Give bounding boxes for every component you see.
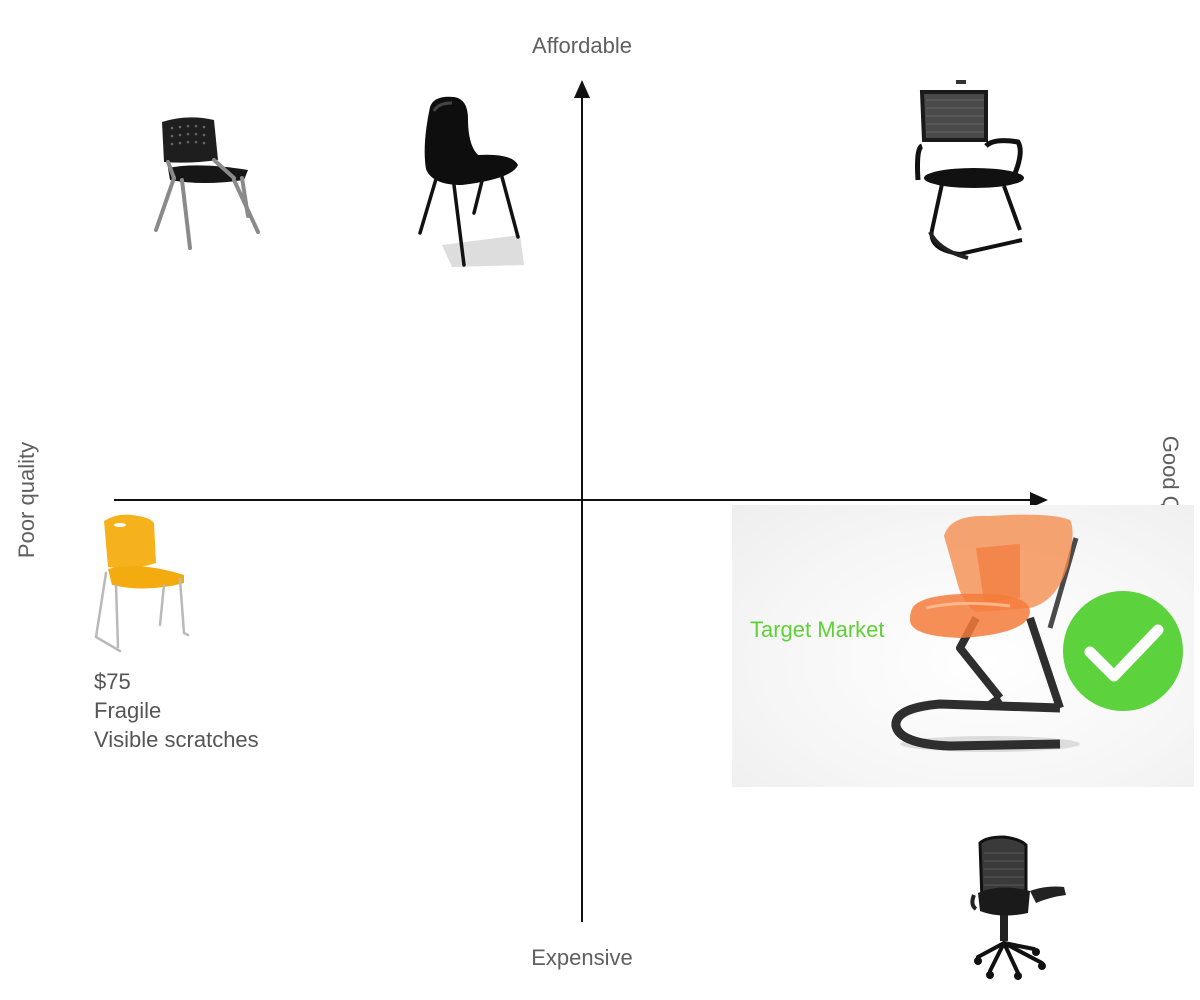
yellow-stacking-chair-image — [94, 514, 190, 653]
mesh-guest-chair-image — [915, 80, 1024, 260]
check-icon — [1063, 591, 1183, 711]
price-text: $75 — [94, 669, 131, 694]
yellow-chair-notes: $75 Fragile Visible scratches — [94, 667, 259, 754]
fragile-text: Fragile — [94, 698, 162, 723]
target-market-label: Target Market — [750, 617, 885, 642]
scratches-text: Visible scratches — [94, 727, 259, 752]
axis-label-expensive: Expensive — [531, 945, 633, 970]
office-swivel-chair-image — [970, 835, 1066, 980]
axis-label-poor-quality: Poor quality — [14, 441, 39, 559]
orange-cantilever-chair-image — [891, 514, 1080, 752]
axis-label-affordable: Affordable — [532, 33, 632, 58]
shell-chair-image — [418, 96, 524, 267]
perforated-stack-chair-image — [154, 117, 260, 250]
